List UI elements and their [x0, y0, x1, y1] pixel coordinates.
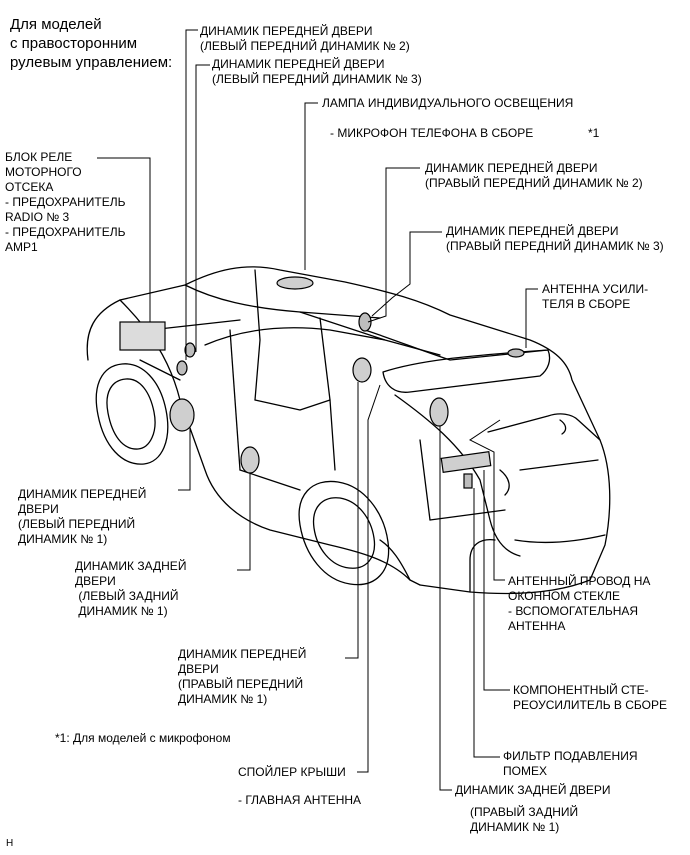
amplifier-antenna-icon: [507, 348, 525, 358]
label-stereo-amplifier: КОМПОНЕНТНЫЙ СТЕ- РЕОУСИЛИТЕЛЬ В СБОРЕ: [513, 683, 667, 712]
label-footnote: *1: Для моделей с микрофоном: [55, 731, 231, 745]
label-front-right-speaker-2: ДИНАМИК ПЕРЕДНЕЙ ДВЕРИ (ПРАВЫЙ ПЕРЕДНИЙ …: [425, 161, 643, 190]
rear-left-speaker-icon: [240, 446, 260, 474]
label-amplifier-antenna: АНТЕННА УСИЛИ- ТЕЛЯ В СБОРЕ: [542, 282, 649, 311]
label-roof-spoiler: СПОЙЛЕР КРЫШИ: [238, 765, 346, 779]
front-left-speaker-1-icon: [169, 398, 195, 432]
label-telephone-microphone: - МИКРОФОН ТЕЛЕФОНА В СБОРЕ: [330, 126, 534, 140]
rear-right-speaker-icon: [429, 397, 449, 427]
front-right-speaker-1-icon: [352, 357, 372, 383]
diagram-header: Для моделей с правосторонним рулевым упр…: [10, 16, 173, 71]
engine-relay-block-icon: [119, 321, 166, 351]
label-engine-relay-block: БЛОК РЕЛЕ МОТОРНОГО ОТСЕКА - ПРЕДОХРАНИТ…: [5, 150, 126, 254]
label-front-right-speaker-3: ДИНАМИК ПЕРЕДНЕЙ ДВЕРИ (ПРАВЫЙ ПЕРЕДНИЙ …: [446, 224, 664, 253]
label-main-antenna: - ГЛАВНАЯ АНТЕННА: [238, 793, 362, 807]
component-markers: [119, 276, 525, 489]
vehicle-outline: [86, 266, 611, 595]
leader-lines: [97, 29, 538, 791]
front-left-speaker-2-icon: [176, 360, 188, 376]
label-front-left-speaker-3: ДИНАМИК ПЕРЕДНЕЙ ДВЕРИ (ЛЕВЫЙ ПЕРЕДНИЙ Д…: [212, 57, 422, 86]
label-rear-right-speaker-1: ДИНАМИК ЗАДНЕЙ ДВЕРИ: [455, 783, 611, 797]
front-left-speaker-3-icon: [184, 342, 196, 358]
label-microphone-note-mark: *1: [588, 126, 600, 140]
label-front-left-speaker-2: ДИНАМИК ПЕРЕДНЕЙ ДВЕРИ (ЛЕВЫЙ ПЕРЕДНИЙ Д…: [200, 24, 410, 53]
label-glass-antenna: АНТЕННЫЙ ПРОВОД НА ОКОННОМ СТЕКЛЕ - ВСПО…: [508, 574, 651, 633]
room-lamp-icon: [276, 276, 314, 290]
label-front-left-speaker-1: ДИНАМИК ПЕРЕДНЕЙ ДВЕРИ (ЛЕВЫЙ ПЕРЕДНИЙ Д…: [18, 487, 147, 546]
label-noise-filter: ФИЛЬТР ПОДАВЛЕНИЯ ПОМЕХ: [503, 749, 638, 778]
front-right-speaker-2-icon: [358, 312, 372, 332]
stereo-amplifier-icon: [440, 451, 492, 473]
label-front-right-speaker-1: ДИНАМИК ПЕРЕДНЕЙ ДВЕРИ (ПРАВЫЙ ПЕРЕДНИЙ …: [178, 647, 307, 706]
label-rear-right-speaker-1-sub: (ПРАВЫЙ ЗАДНИЙ ДИНАМИК № 1): [470, 805, 579, 834]
noise-filter-icon: [463, 473, 473, 489]
label-room-lamp: ЛАМПА ИНДИВИДУАЛЬНОГО ОСВЕЩЕНИЯ: [322, 96, 574, 110]
label-rear-left-speaker-1: ДИНАМИК ЗАДНЕЙ ДВЕРИ (ЛЕВЫЙ ЗАДНИЙ ДИНАМ…: [75, 559, 187, 618]
corner-mark: H: [6, 838, 14, 849]
